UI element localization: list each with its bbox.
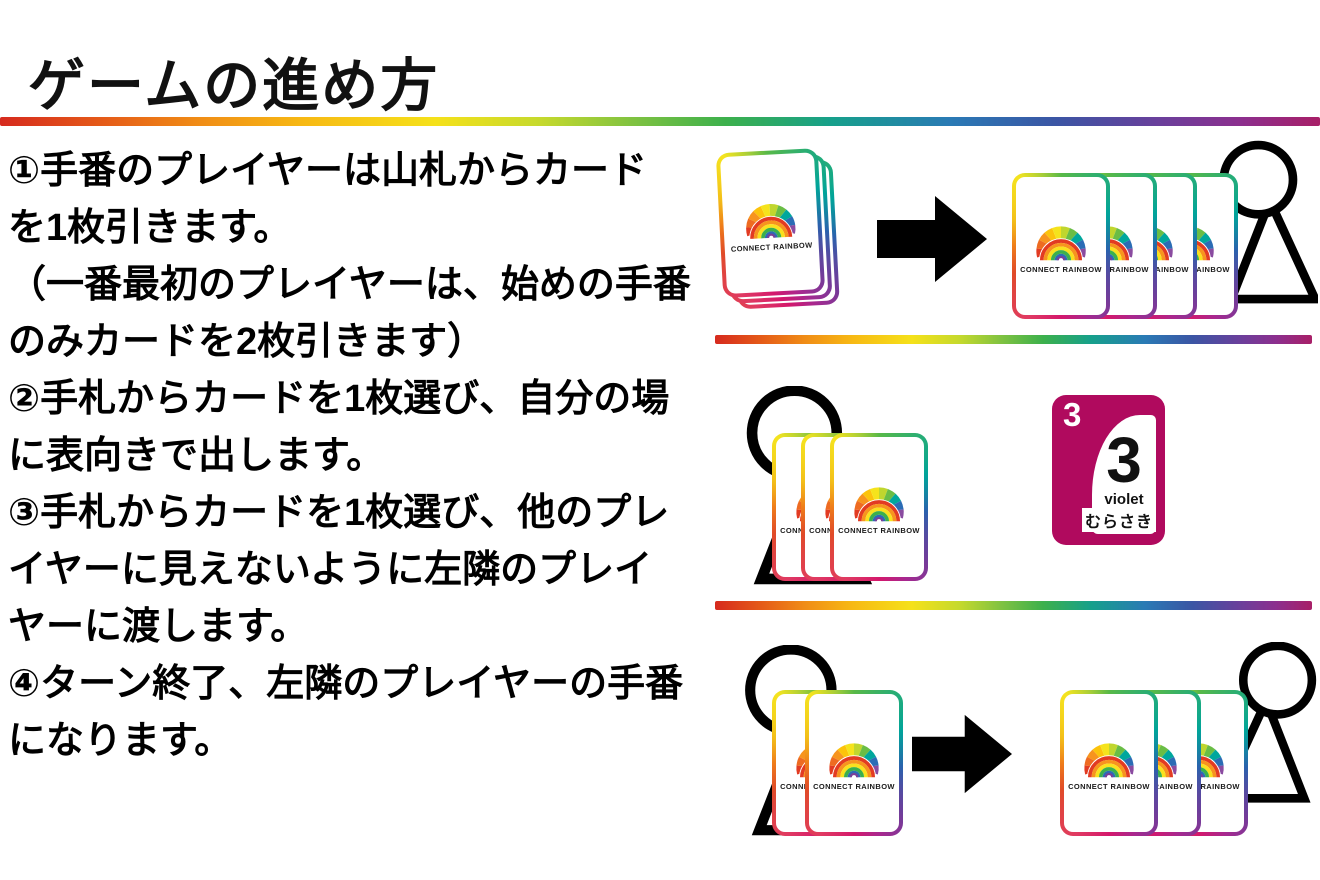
draw-pile-illustration: CONNECT RAINBOW CONNECT RAINBOW CONNECT … [715, 147, 849, 318]
instruction-line: イヤーに見えないように左隣のプレイ [8, 549, 653, 591]
rainbow-logo-icon [827, 741, 881, 780]
card-color-name-ja: むらさき [1082, 507, 1157, 532]
card-value-panel: 3 violet むらさき [1082, 415, 1157, 534]
instruction-line: ①手番のプレイヤーは山札からカード [8, 150, 648, 192]
instruction-line: に表向きで出します。 [8, 435, 385, 477]
card-brand-text: CONNECT RAINBOW [1068, 782, 1150, 791]
card-color-name-en: violet [1104, 490, 1144, 508]
card-brand-text: CONNECT RAINBOW [838, 526, 920, 535]
rainbow-logo-icon [852, 485, 906, 524]
instruction-line: になります。 [8, 720, 233, 762]
card-brand-text: CONNECT RAINBOW [1020, 265, 1102, 274]
instruction-line: ②手札からカードを1枚選び、自分の場 [8, 378, 670, 420]
card-back: CONNECT RAINBOW [1012, 173, 1110, 319]
page-title: ゲームの進め方 [28, 54, 440, 118]
card-corner-value: 3 [1063, 396, 1082, 433]
violet-3-card: 3 3 violet むらさき [1052, 395, 1165, 545]
rainbow-divider-top [0, 117, 1320, 126]
rainbow-divider-row2 [715, 601, 1312, 610]
card-big-value: 3 [1106, 424, 1142, 496]
instruction-line: を1枚引きます。 [8, 207, 292, 249]
arrow-right-icon [912, 714, 1012, 794]
instructions-text: ①手番のプレイヤーは山札からカード を1枚引きます。 （一番最初のプレイヤーは、… [8, 143, 708, 770]
arrow-right-icon [877, 196, 987, 282]
instruction-line: のみカードを2枚引きます） [8, 321, 486, 363]
card-back: CONNECT RAINBOW [805, 690, 903, 836]
rainbow-logo-icon [743, 200, 798, 241]
card-back: CONNECT RAINBOW [1060, 690, 1158, 836]
instruction-line: ヤーに渡します。 [8, 606, 309, 648]
card-brand-text: CONNECT RAINBOW [813, 782, 895, 791]
instruction-line: ③手札からカードを1枚選び、他のプレ [8, 492, 670, 534]
instruction-line: （一番最初のプレイヤーは、始めの手番 [8, 264, 691, 306]
instruction-line: ④ターン終了、左隣のプレイヤーの手番 [8, 663, 684, 705]
rainbow-logo-icon [1082, 741, 1136, 780]
card-back: CONNECT RAINBOW [715, 148, 826, 299]
card-back: CONNECT RAINBOW [830, 433, 928, 581]
rainbow-divider-row1 [715, 335, 1312, 344]
rainbow-logo-icon [1034, 224, 1088, 263]
